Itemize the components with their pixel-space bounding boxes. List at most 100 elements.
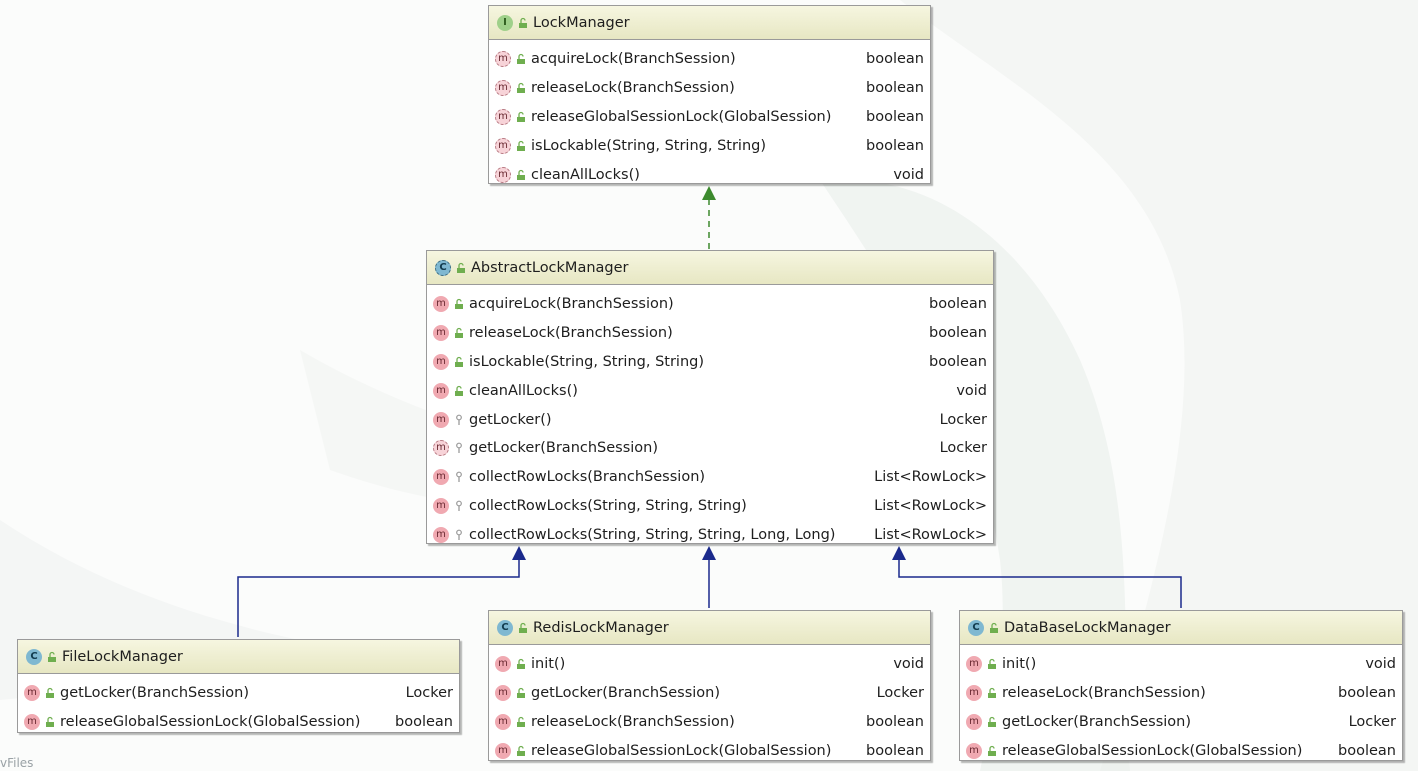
- method-signature: releaseGlobalSessionLock(GlobalSession): [60, 714, 361, 731]
- public-visibility-icon: [515, 658, 527, 670]
- method-signature: isLockable(String, String, String): [531, 137, 767, 154]
- method-signature: getLocker(BranchSession): [60, 685, 250, 702]
- method-row[interactable]: m getLocker(BranchSession) Locker: [427, 434, 993, 463]
- public-visibility-icon: [44, 716, 56, 728]
- method-signature: init(): [531, 656, 566, 673]
- public-visibility-icon: [515, 687, 527, 699]
- method-return-type: void: [1365, 656, 1396, 673]
- public-visibility-icon: [986, 745, 998, 757]
- method-signature: releaseLock(BranchSession): [531, 713, 735, 730]
- method-icon: m: [495, 685, 511, 702]
- method-return-type: List<RowLock>: [874, 497, 987, 514]
- method-row[interactable]: m releaseGlobalSessionLock(GlobalSession)…: [960, 736, 1402, 765]
- public-visibility-icon: [517, 622, 529, 634]
- method-return-type: Locker: [939, 440, 987, 457]
- method-return-type: Locker: [876, 685, 924, 702]
- public-visibility-icon: [515, 140, 527, 152]
- method-return-type: boolean: [1338, 742, 1396, 759]
- public-visibility-icon: [517, 17, 529, 29]
- method-signature: collectRowLocks(String, String, String, …: [469, 526, 836, 543]
- method-icon: m: [433, 497, 449, 514]
- method-return-type: void: [893, 656, 924, 673]
- method-icon: m: [24, 685, 40, 702]
- method-signature: cleanAllLocks(): [531, 166, 640, 183]
- method-return-type: boolean: [866, 80, 924, 97]
- method-icon: m: [433, 469, 449, 486]
- public-visibility-icon: [986, 716, 998, 728]
- method-return-type: boolean: [929, 353, 987, 370]
- method-icon: m: [966, 656, 982, 673]
- protected-visibility-icon: [453, 500, 465, 512]
- public-visibility-icon: [986, 687, 998, 699]
- method-icon: m: [433, 411, 449, 428]
- protected-visibility-icon: [453, 414, 465, 426]
- method-icon: m: [24, 714, 40, 731]
- method-row[interactable]: m collectRowLocks(String, String, String)…: [427, 492, 993, 521]
- method-return-type: List<RowLock>: [874, 526, 987, 543]
- method-icon: m: [495, 713, 511, 730]
- class-icon: C: [497, 619, 513, 636]
- public-visibility-icon: [515, 53, 527, 65]
- abstract-method-icon: m: [495, 80, 511, 97]
- method-return-type: boolean: [866, 742, 924, 759]
- method-icon: m: [433, 296, 449, 313]
- method-icon: m: [433, 382, 449, 399]
- method-row[interactable]: m releaseLock(BranchSession) boolean: [489, 74, 930, 103]
- public-visibility-icon: [453, 298, 465, 310]
- abstract-method-icon: m: [495, 137, 511, 154]
- public-visibility-icon: [46, 651, 58, 663]
- method-row[interactable]: m releaseGlobalSessionLock(GlobalSession)…: [18, 708, 459, 737]
- method-signature: getLocker(BranchSession): [469, 440, 659, 457]
- abstract-method-icon: m: [433, 440, 449, 457]
- abstract-method-icon: m: [495, 51, 511, 68]
- method-signature: collectRowLocks(BranchSession): [469, 469, 706, 486]
- public-visibility-icon: [986, 658, 998, 670]
- abstract-method-icon: m: [495, 166, 511, 183]
- method-signature: releaseGlobalSessionLock(GlobalSession): [531, 108, 832, 125]
- protected-visibility-icon: [453, 442, 465, 454]
- method-row[interactable]: m getLocker(BranchSession) Locker: [489, 679, 930, 708]
- method-icon: m: [966, 713, 982, 730]
- method-signature: getLocker(BranchSession): [531, 685, 721, 702]
- method-icon: m: [433, 526, 449, 543]
- method-signature: collectRowLocks(String, String, String): [469, 497, 747, 514]
- method-return-type: boolean: [866, 137, 924, 154]
- method-list: m init() void m getLocker(BranchSession) Lock…: [489, 650, 930, 765]
- method-row[interactable]: m collectRowLocks(String, String, String,…: [427, 520, 993, 549]
- public-visibility-icon: [988, 622, 1000, 634]
- public-visibility-icon: [515, 82, 527, 94]
- method-signature: releaseGlobalSessionLock(GlobalSession): [1002, 742, 1303, 759]
- method-icon: m: [966, 742, 982, 759]
- method-signature: releaseLock(BranchSession): [531, 80, 735, 97]
- method-icon: m: [433, 353, 449, 370]
- public-visibility-icon: [515, 745, 527, 757]
- method-row[interactable]: m isLockable(String, String, String) boole…: [489, 131, 930, 160]
